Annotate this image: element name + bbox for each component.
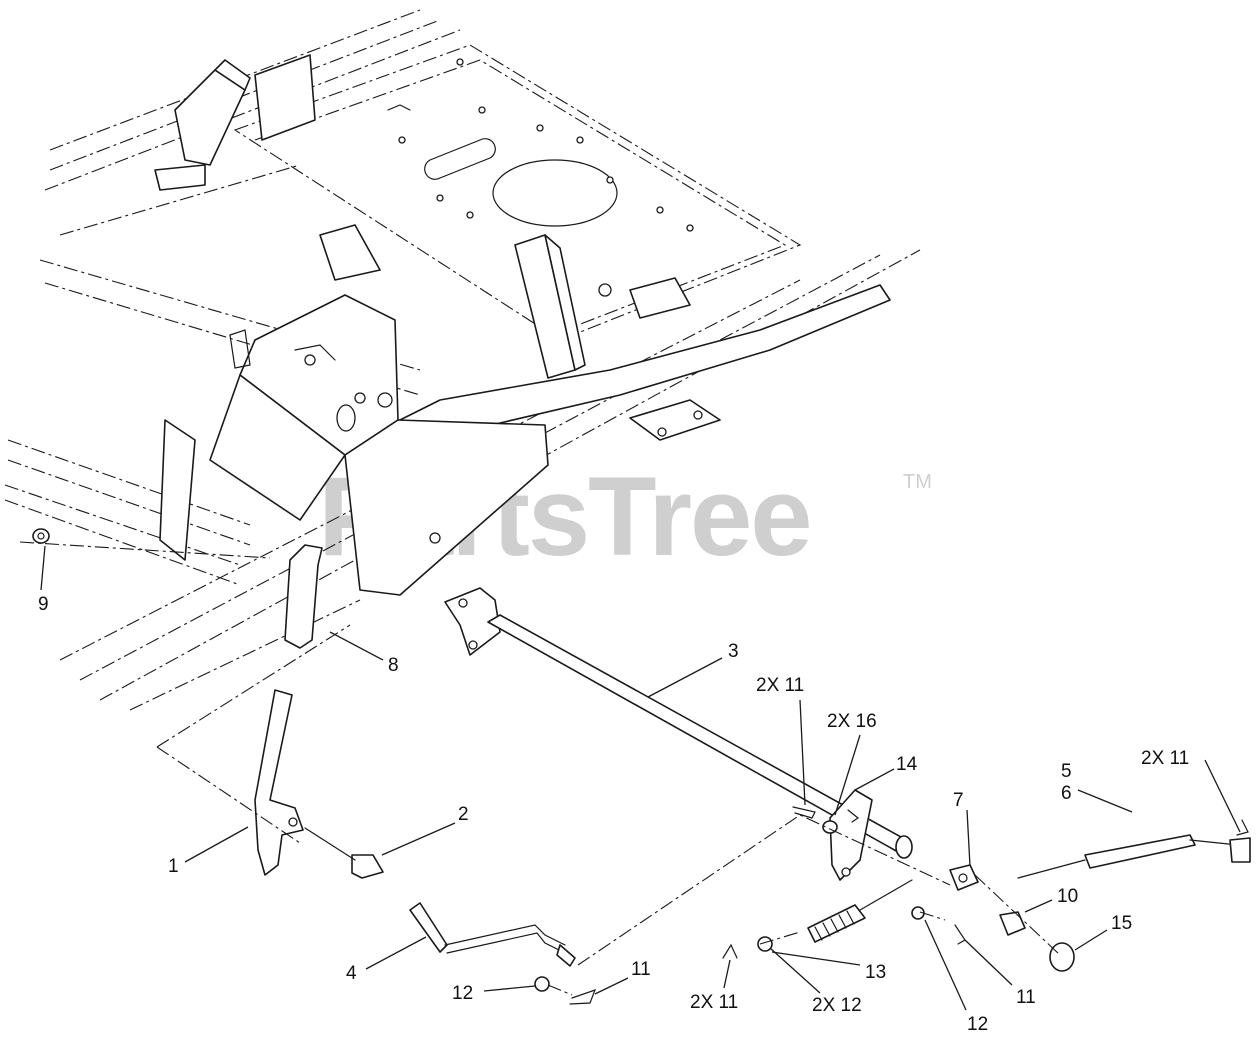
hardware [534, 806, 1249, 1005]
callout-6: 6 [1061, 783, 1072, 804]
brake-pedal-arm [254, 689, 304, 876]
callout-12-mid: 12 [967, 1014, 988, 1035]
chassis-frame [4, 9, 921, 711]
spring [807, 879, 913, 943]
large-washer [1049, 942, 1075, 972]
nut [32, 528, 50, 544]
callout-9: 9 [38, 594, 49, 615]
flange-bushing [999, 911, 1026, 936]
callouts: 1 2 3 4 5 6 7 8 9 10 2X 11 2X 16 14 2X 1… [38, 594, 1189, 1035]
callout-11-mid: 11 [1016, 987, 1036, 1008]
callout-4: 4 [346, 963, 357, 984]
callout-1: 1 [168, 856, 179, 877]
assembly-lines [19, 541, 1061, 996]
callout-14: 14 [896, 754, 918, 775]
callout-2x16: 2X 16 [827, 711, 877, 732]
callout-3: 3 [728, 641, 739, 662]
callout-10: 10 [1057, 886, 1078, 907]
callout-12-left: 12 [452, 983, 473, 1004]
callout-2: 2 [458, 804, 469, 825]
callout-2x11-top: 2X 11 [756, 675, 804, 696]
brake-cross-shaft [444, 587, 913, 881]
bushing [949, 864, 979, 891]
callout-2x11-bottom: 2X 11 [690, 992, 738, 1013]
watermark-trademark: TM [903, 471, 932, 493]
callout-2x12: 2X 12 [812, 995, 862, 1016]
brake-rod [409, 902, 576, 967]
pedal-pad [284, 544, 323, 649]
leader-lines [40, 545, 1241, 1011]
callout-7: 7 [953, 790, 964, 811]
callout-15: 15 [1111, 913, 1132, 934]
shoulder-bolt [304, 827, 384, 879]
callout-8: 8 [388, 655, 399, 676]
callout-13: 13 [865, 962, 886, 983]
parking-brake-rod [1017, 834, 1251, 879]
callout-2x11-right: 2X 11 [1141, 748, 1189, 769]
callout-11-left: 11 [631, 959, 651, 980]
callout-5: 5 [1061, 761, 1072, 782]
